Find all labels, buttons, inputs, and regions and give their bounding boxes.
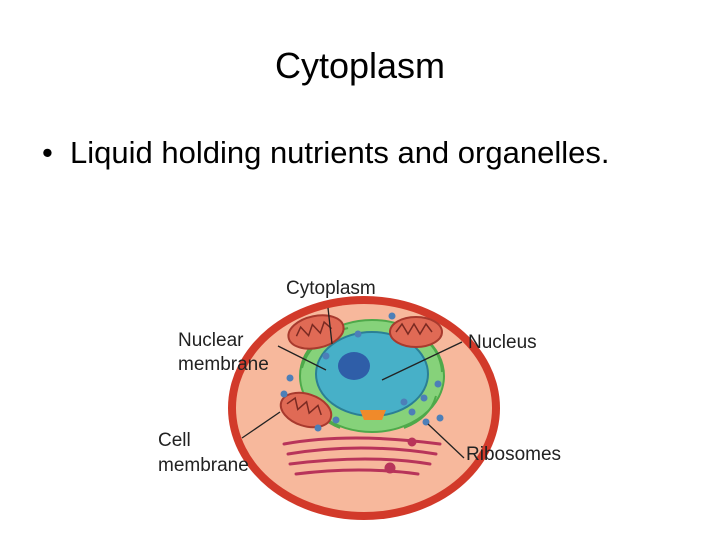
golgi-apparatus [282, 436, 442, 476]
slide-title: Cytoplasm [0, 44, 720, 88]
bullet-marker: • [42, 135, 53, 170]
cell-diagram: Cytoplasm Nuclear membrane Nucleus Cell … [150, 268, 590, 530]
bullet-text: Liquid holding nutrients and organelles. [70, 135, 610, 170]
nucleus [315, 331, 429, 420]
ribosomes [280, 312, 444, 432]
label-cytoplasm: Cytoplasm [286, 278, 376, 299]
nucleolus [338, 352, 370, 380]
cell-diagram-svg: Cytoplasm Nuclear membrane Nucleus Cell … [158, 278, 561, 520]
label-cell-line2: membrane [158, 455, 249, 476]
nuclear-pore-bottom [360, 410, 386, 420]
bullet-item: • Liquid holding nutrients and organelle… [42, 134, 682, 171]
label-cell-line1: Cell [158, 430, 191, 451]
label-ribosomes: Ribosomes [466, 444, 561, 465]
leader-lines [241, 307, 465, 459]
label-nuclear-line1: Nuclear [178, 330, 244, 351]
slide-title-text: Cytoplasm [274, 45, 446, 86]
label-nucleus: Nucleus [468, 332, 537, 353]
label-nuclear-line2: membrane [178, 354, 269, 375]
bullet-list: • Liquid holding nutrients and organelle… [42, 134, 682, 171]
